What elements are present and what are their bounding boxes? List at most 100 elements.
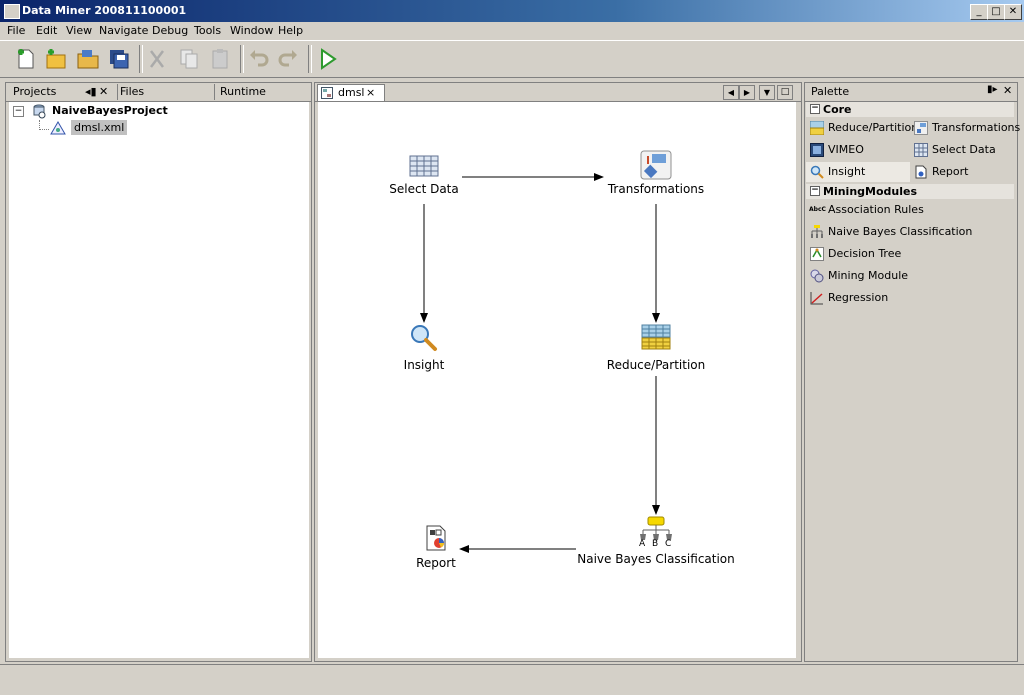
palette-item-transformations[interactable]: Transformations [912,118,1020,138]
palette-item-select-data[interactable]: Select Data [912,140,1014,160]
menu-tools[interactable]: Tools [194,24,222,37]
status-bar [0,664,1024,695]
palette-item-label: Naive Bayes Classification [828,225,973,238]
leaf-label-b: B [652,539,659,549]
palette-panel: Palette ▮▸ ✕ [804,82,1018,662]
category-label: MiningModules [823,185,918,198]
toolbar-separator [308,45,312,73]
editor-tab-header: dmsl × ◀ ▶ ▼ □ [315,83,801,102]
diagram-canvas[interactable]: Select Data Transformations Insight [318,102,796,658]
tab-list-dropdown-icon[interactable]: ▼ [759,85,775,100]
regression-chart-icon [810,292,823,305]
new-project-icon[interactable] [44,47,68,71]
copy-icon[interactable] [177,47,201,71]
tab-files-label: Files [120,85,145,98]
tab-runtime[interactable]: Runtime [216,84,304,100]
node-reduce-partition[interactable]: Reduce/Partition [566,322,746,378]
close-panel-icon[interactable]: ✕ [1003,84,1013,97]
tab-runtime-label: Runtime [220,85,266,98]
tree-line [39,129,49,131]
magnifier-icon [411,325,437,351]
classification-tree-icon [811,225,823,238]
partition-table-icon [641,324,671,350]
save-all-icon[interactable] [107,47,131,71]
menu-window[interactable]: Window [230,24,274,37]
minimize-panel-icon[interactable]: ▮▸ [987,84,998,95]
node-insight[interactable]: Insight [334,322,514,378]
palette-item-label: Decision Tree [828,247,902,260]
close-button[interactable]: ✕ [1004,4,1022,20]
palette-item-mining-module[interactable]: Mining Module [808,266,1012,286]
tab-projects-label: Projects [13,85,57,98]
xml-file-icon [50,121,66,135]
table-icon [914,143,928,157]
palette-item-regression[interactable]: Regression [808,288,1012,308]
palette-item-vimeo[interactable]: VIMEO [808,140,908,160]
palette-item-label: Mining Module [828,269,909,282]
palette-item-association-rules[interactable]: AbcC Association Rules [808,200,1012,220]
file-dmsl-xml[interactable]: dmsl.xml [71,120,128,135]
title-bar: Data Miner 200811100001 _ □ ✕ [0,0,1024,22]
palette-item-reduce-partition[interactable]: Reduce/Partition [808,118,918,138]
run-icon[interactable] [316,47,340,71]
association-rules-icon: AbcC [809,206,826,213]
toolbar-separator [139,45,143,73]
palette-item-label: Reduce/Partition [828,121,919,134]
tab-projects[interactable]: Projects ◂▮ ✕ [9,84,118,100]
table-icon [409,155,439,177]
toolbar-separator [240,45,244,73]
paste-icon[interactable] [208,47,232,71]
menu-debug[interactable]: Debug [152,24,189,37]
menu-file[interactable]: File [7,24,26,37]
tab-dmsl-label: dmsl [338,86,365,99]
open-project-icon[interactable] [76,47,100,71]
node-label: Naive Bayes Classification [577,552,735,566]
minimize-button[interactable]: _ [970,4,988,20]
tab-dmsl[interactable]: dmsl × [317,84,385,101]
collapse-toggle-icon[interactable]: − [810,103,820,114]
palette-item-label: Association Rules [828,203,924,216]
collapse-toggle-icon[interactable]: − [810,185,820,196]
cut-icon[interactable] [145,47,169,71]
connection-arrows [420,173,660,553]
magnifier-icon [810,165,824,179]
scroll-right-icon[interactable]: ▶ [739,85,755,100]
collapse-toggle-icon[interactable]: − [13,106,24,117]
menu-help[interactable]: Help [278,24,304,37]
decision-tree-icon [810,247,824,261]
project-name[interactable]: NaiveBayesProject [52,104,168,117]
node-select-data[interactable]: Select Data [334,150,514,206]
node-label: Report [416,556,456,570]
leaf-label-a: A [639,539,646,549]
projects-tab-header: Projects ◂▮ ✕ Files Runtime [6,83,311,102]
partition-table-icon [810,121,824,135]
palette-item-report[interactable]: Report [912,162,1014,182]
maximize-editor-icon[interactable]: □ [777,85,793,100]
menu-edit[interactable]: Edit [36,24,58,37]
node-report[interactable]: Report [346,524,526,580]
node-naive-bayes-classification[interactable]: A B C Naive Bayes Classification [566,516,746,582]
menu-view[interactable]: View [66,24,93,37]
transformations-icon [640,150,672,180]
palette-item-naive-bayes-classification[interactable]: Naive Bayes Classification [808,222,1012,242]
classification-tree-icon [640,516,672,540]
palette-category-core[interactable]: − Core [806,102,1014,117]
tree-line [39,120,41,130]
transformations-icon [914,121,928,135]
scroll-left-icon[interactable]: ◀ [723,85,739,100]
node-transformations[interactable]: Transformations [566,150,746,206]
close-tab-icon[interactable]: ✕ [99,85,109,98]
tab-files[interactable]: Files [116,84,215,100]
close-tab-icon[interactable]: × [366,86,376,99]
palette-item-decision-tree[interactable]: Decision Tree [808,244,1012,264]
menu-navigate[interactable]: Navigate [99,24,149,37]
palette-item-label: Report [932,165,969,178]
palette-item-insight[interactable]: Insight [806,162,910,182]
project-icon [33,104,46,119]
redo-icon[interactable] [277,47,301,71]
new-file-icon[interactable] [14,47,38,71]
palette-category-mining-modules[interactable]: − MiningModules [806,184,1014,199]
undo-icon[interactable] [246,47,270,71]
maximize-button[interactable]: □ [987,4,1005,20]
minimize-panel-icon[interactable]: ◂▮ [85,85,97,98]
